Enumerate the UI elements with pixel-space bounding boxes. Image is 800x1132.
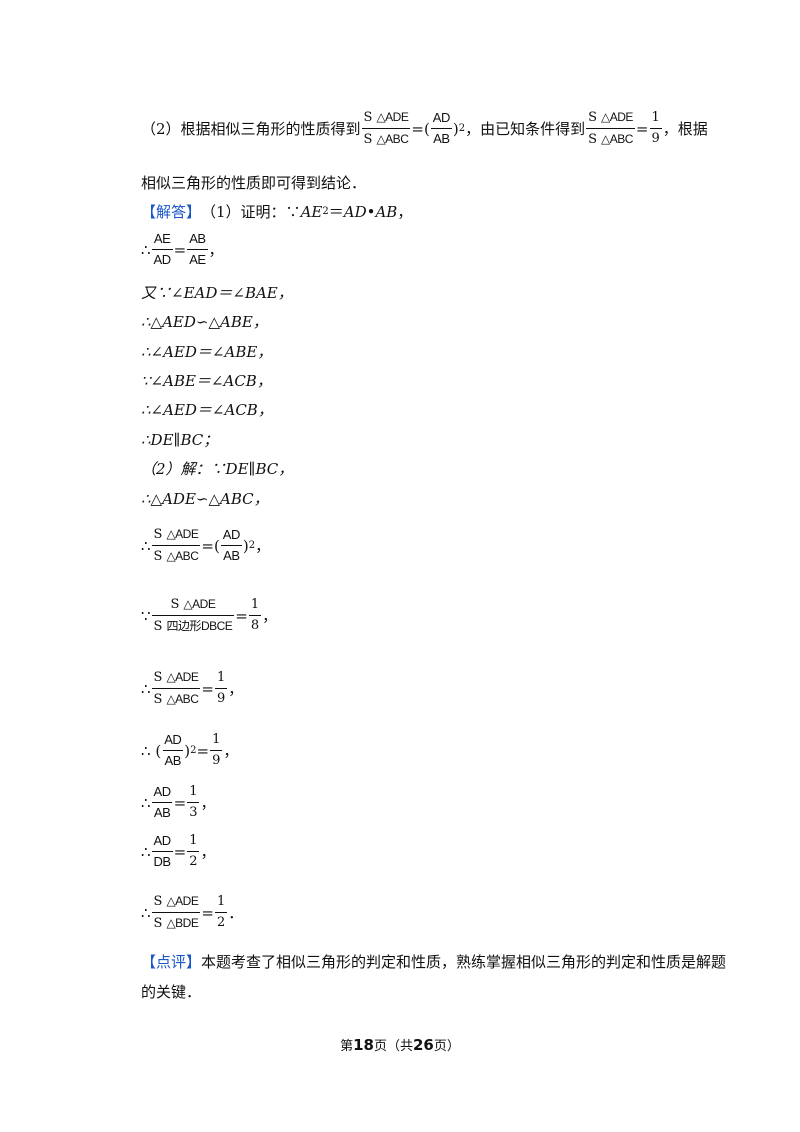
answer-line-3: 又∵∠EAD＝∠BAE， — [141, 284, 293, 302]
hint-cont: 相似三角形的性质即可得到结论． — [141, 174, 367, 192]
comment-line: 【点评】 本题考查了相似三角形的判定和性质，熟练掌握相似三角形的判定和性质是解题 — [141, 953, 727, 971]
answer-line-6: ∵∠ABE＝∠ACB， — [141, 372, 272, 390]
answer-line-4: ∴△AED∽△ABE， — [141, 313, 268, 331]
answer-line-7: ∴∠AED＝∠ACB， — [141, 401, 273, 419]
answer-tag: 【解答】 — [141, 203, 202, 221]
answer-line-10: ∴△ADE∽△ABC， — [141, 490, 269, 508]
page-footer: 第18页（共26页） — [340, 1036, 460, 1054]
fraction-s-ade-over-s-abc-2: S△ADE S△ABC — [586, 110, 635, 147]
hint-suffix: ，根据 — [662, 120, 708, 138]
fraction-s-ade-over-s-abc: S△ADE S△ABC — [361, 110, 411, 147]
comment-tag: 【点评】 — [141, 953, 202, 971]
answer-line-9: （2）解：∵DE∥BC， — [141, 460, 294, 478]
answer-line-8: ∴DE∥BC； — [141, 431, 219, 449]
hint-prefix: （2）根据相似三角形的性质得到 — [141, 120, 361, 138]
answer-line-5: ∴∠AED＝∠ABE， — [141, 343, 273, 361]
hint-mid: ，由已知条件得到 — [465, 120, 586, 138]
comment-cont: 的关键． — [141, 983, 202, 1001]
